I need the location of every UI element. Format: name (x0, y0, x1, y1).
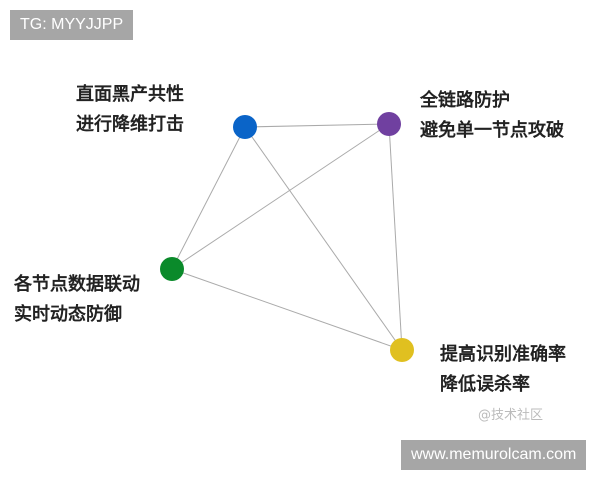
label-line: 直面黑产共性 (76, 84, 184, 105)
edge-blue-yellow (244, 126, 403, 351)
label-line: 避免单一节点攻破 (420, 120, 564, 141)
edge-green-yellow (171, 268, 403, 351)
edge-blue-purple (244, 123, 390, 128)
edge-blue-green (171, 126, 246, 270)
label-line: 进行降维打击 (76, 114, 184, 135)
label-line: 提高识别准确率 (440, 344, 566, 365)
watermark: @技术社区 (478, 408, 544, 423)
label-line: 全链路防护 (420, 90, 510, 111)
label-line: 实时动态防御 (14, 304, 122, 325)
edge-purple-yellow (388, 123, 403, 351)
tg-badge: TG: MYYJJPP (10, 10, 134, 40)
label-line: 各节点数据联动 (14, 274, 140, 295)
label-green: 各节点数据联动 实时动态防御 (14, 270, 140, 330)
label-line: 降低误杀率 (440, 374, 530, 395)
node-yellow (390, 338, 414, 362)
label-blue: 直面黑产共性 进行降维打击 (76, 80, 184, 140)
label-yellow: 提高识别准确率 降低误杀率 (440, 340, 566, 400)
label-purple: 全链路防护 避免单一节点攻破 (420, 86, 564, 146)
node-green (160, 257, 184, 281)
site-badge: www.memurolcam.com (401, 440, 587, 470)
node-blue (233, 115, 257, 139)
node-purple (377, 112, 401, 136)
edge-purple-green (171, 123, 390, 270)
